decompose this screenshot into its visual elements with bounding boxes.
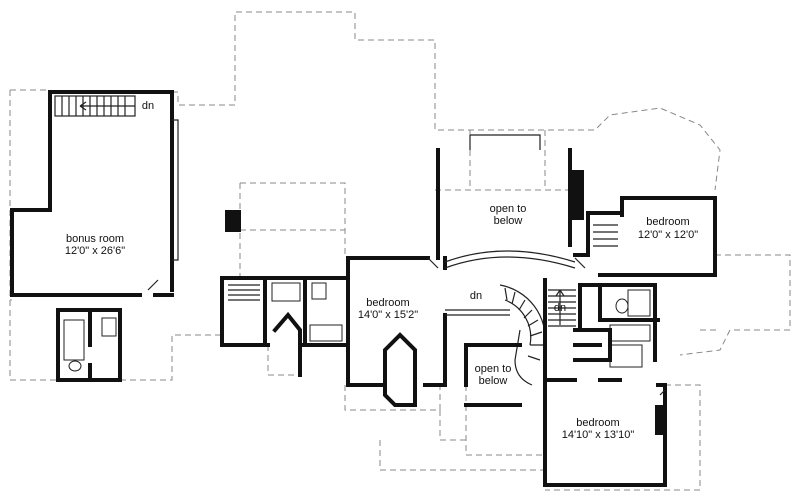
- sink: [101, 317, 117, 337]
- center-left-bath: [220, 276, 350, 377]
- bathtub: [627, 289, 651, 317]
- bonus-room-walls: [10, 90, 179, 382]
- right-bath: [543, 278, 660, 382]
- bottom-bedroom-size: 14'10" x 13'10": [561, 429, 635, 441]
- open-to-below-upper-line2: below: [493, 215, 523, 227]
- central-hall: [436, 134, 576, 407]
- open-to-below-lower-line1: open to: [474, 363, 512, 375]
- back-stair-dn-label: dn: [553, 302, 567, 314]
- toilet: [68, 360, 82, 372]
- toilet: [311, 282, 327, 300]
- open-to-below-upper-line1: open to: [489, 203, 527, 215]
- right-bedroom-walls: [573, 196, 717, 277]
- toilet: [615, 298, 629, 314]
- vanity: [609, 344, 643, 368]
- chimney-left: [225, 210, 241, 232]
- center-bedroom-walls: [346, 256, 447, 407]
- bottom-bedroom-name: bedroom: [576, 417, 620, 429]
- right-bedroom-name: bedroom: [646, 216, 690, 228]
- main-stair-dn-label: dn: [469, 290, 483, 302]
- bonus-room-name: bonus room: [65, 233, 125, 245]
- bathtub: [63, 319, 85, 361]
- bonus-room-size: 12'0" x 26'6": [64, 245, 126, 257]
- bathtub-lower: [609, 324, 651, 342]
- roof-outline: [9, 11, 791, 491]
- center-bedroom-size: 14'0" x 15'2": [357, 309, 419, 321]
- right-bedroom-size: 12'0" x 12'0": [637, 229, 699, 241]
- bathtub: [271, 282, 301, 302]
- vanity: [309, 324, 343, 342]
- bonus-stair-dn-label: dn: [141, 100, 155, 112]
- open-to-below-lower-line2: below: [478, 375, 508, 387]
- bottom-bedroom-walls: [543, 378, 667, 487]
- bonus-stairs: [54, 95, 136, 117]
- center-bedroom-name: bedroom: [366, 297, 410, 309]
